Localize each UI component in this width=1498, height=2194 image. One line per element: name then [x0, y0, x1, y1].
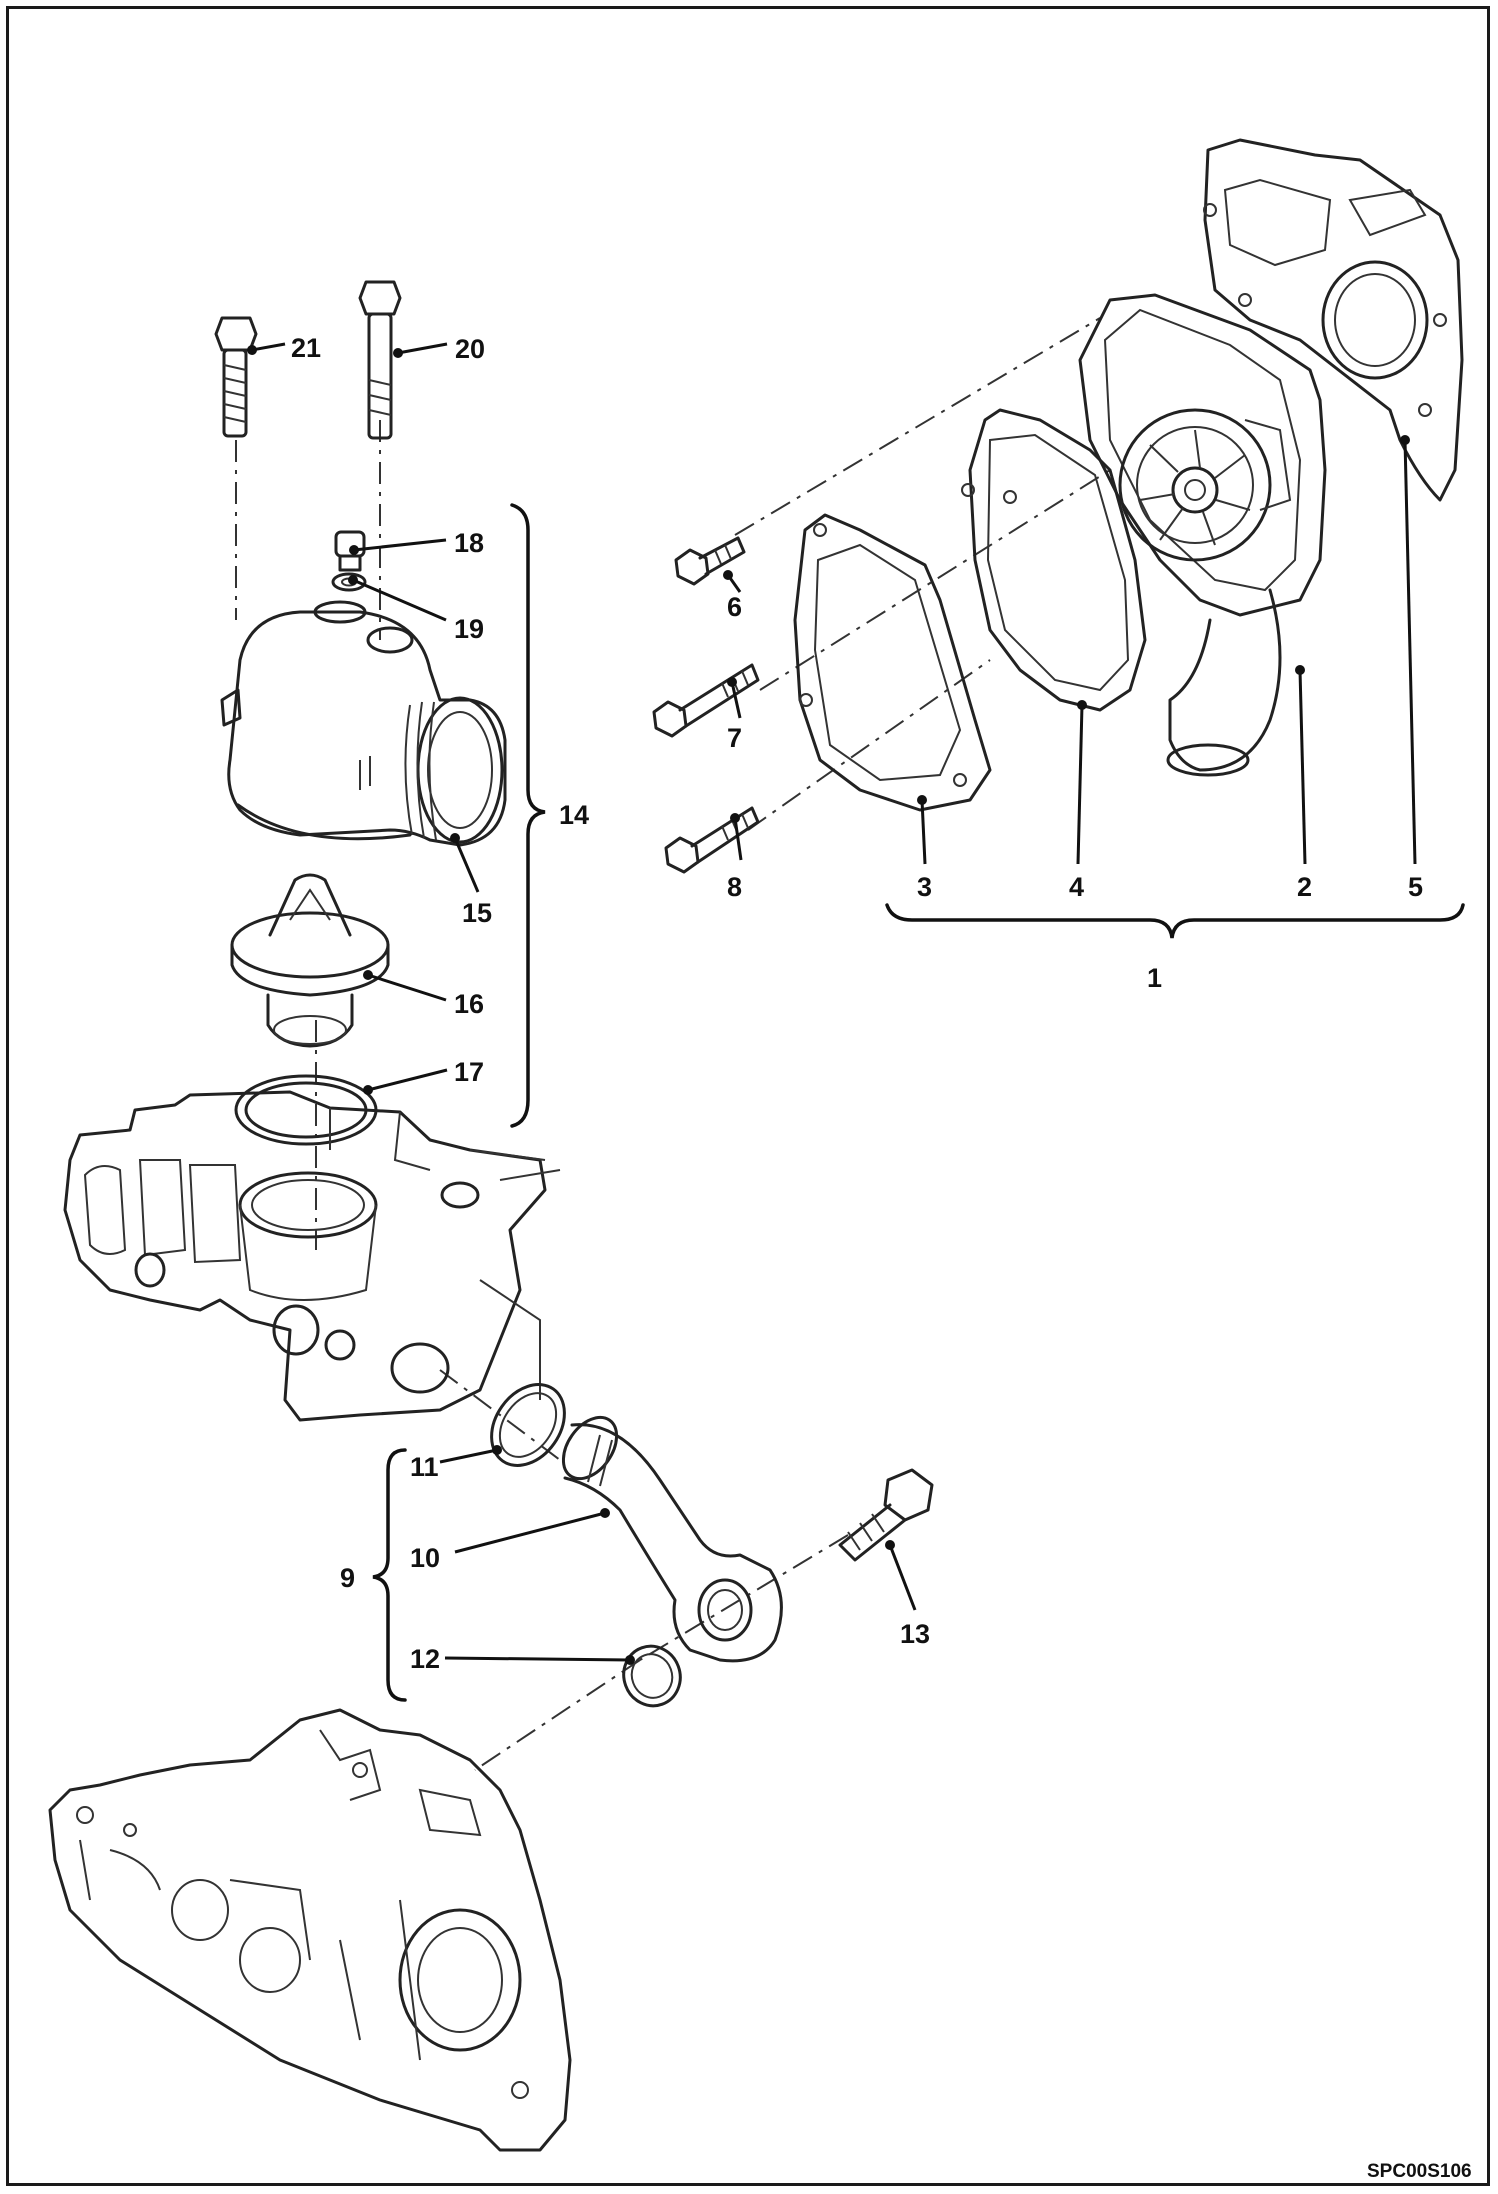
- callout-4: 4: [1069, 872, 1084, 902]
- callout-6: 6: [727, 592, 742, 622]
- brace-14: [510, 503, 546, 1128]
- brace-9: [372, 1448, 407, 1702]
- bolt-13: [838, 1468, 934, 1562]
- callout-7: 7: [727, 723, 742, 753]
- back-plate-5: [1203, 138, 1464, 502]
- callout-14: 14: [559, 800, 589, 830]
- callout-8: 8: [727, 872, 742, 902]
- assembly-axes: [235, 317, 1111, 1771]
- callout-numbers: 21 20 18 19 14 15 16 17 6 7 8 3 4 2 5 1 …: [291, 333, 1423, 1674]
- callout-5: 5: [1408, 872, 1423, 902]
- callout-17: 17: [454, 1057, 484, 1087]
- callout-16: 16: [454, 989, 484, 1019]
- plug-18: [334, 530, 366, 572]
- thermostat-housing-15: [220, 600, 507, 847]
- thermostat-16: [230, 873, 390, 1048]
- water-pump-2: [1078, 293, 1327, 777]
- callout-21: 21: [291, 333, 321, 363]
- bolt-20: [358, 280, 402, 440]
- figure-code: SPC00S106: [1367, 2161, 1472, 2182]
- callout-19: 19: [454, 614, 484, 644]
- drawing-frame: [6, 6, 1490, 2186]
- callout-9: 9: [340, 1563, 355, 1593]
- callout-12: 12: [410, 1644, 440, 1674]
- cover-plate-3: [793, 513, 992, 812]
- bolt-7: [652, 663, 760, 738]
- brace-1: [885, 903, 1465, 939]
- gasket-4: [961, 408, 1147, 712]
- callout-13: 13: [900, 1619, 930, 1649]
- callout-18: 18: [454, 528, 484, 558]
- bolt-6: [674, 536, 746, 586]
- water-pipe-10: [561, 1415, 783, 1663]
- o-ring-12: [622, 1644, 682, 1708]
- bolt-8: [664, 806, 760, 874]
- engine-block: [63, 1090, 561, 1422]
- callout-3: 3: [917, 872, 932, 902]
- callout-1: 1: [1147, 963, 1162, 993]
- timing-case: [48, 1708, 572, 2152]
- o-ring-11: [490, 1383, 566, 1467]
- callout-10: 10: [410, 1543, 440, 1573]
- callout-20: 20: [455, 334, 485, 364]
- bolt-21: [214, 316, 258, 438]
- callout-15: 15: [462, 898, 492, 928]
- callout-2: 2: [1297, 872, 1312, 902]
- leader-lines: [247, 342, 1417, 1665]
- callout-11: 11: [410, 1452, 439, 1482]
